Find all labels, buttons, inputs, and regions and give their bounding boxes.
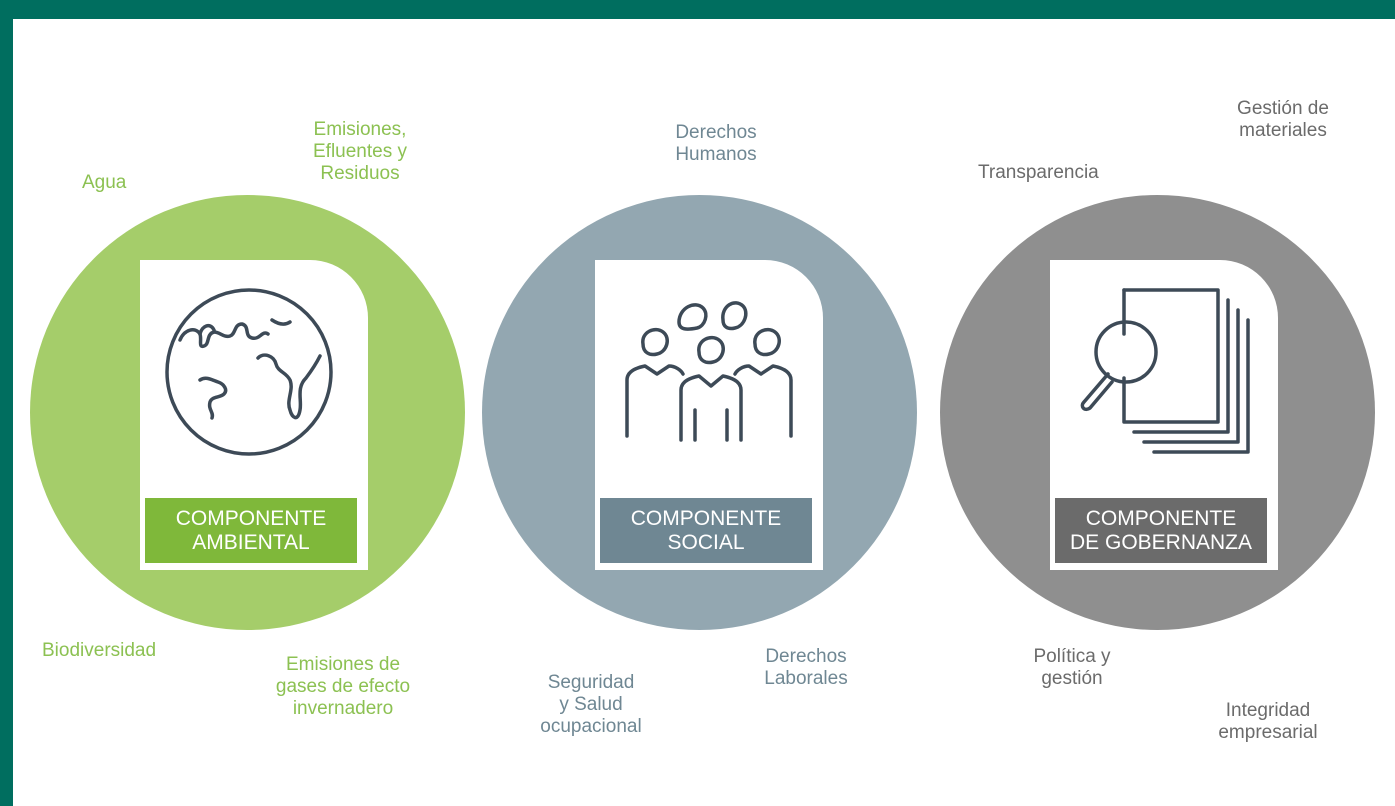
- document-search-icon: [1080, 288, 1250, 454]
- topic-emisiones-line2: Efluentes y: [313, 141, 407, 162]
- topic-ddhh-line2: Humanos: [675, 144, 757, 165]
- topic-ddhh-line1: Derechos: [675, 122, 757, 143]
- topic-derechos-humanos: Derechos Humanos: [660, 122, 772, 166]
- environmental-label-line1: COMPONENTE: [175, 506, 327, 530]
- social-label-line2: SOCIAL: [667, 530, 745, 554]
- governance-label-line1: COMPONENTE: [1085, 506, 1237, 530]
- topic-laborales-line2: Laborales: [764, 668, 848, 689]
- governance-label-line2: DE GOBERNANZA: [1069, 530, 1253, 554]
- topic-transparencia-line1: Transparencia: [978, 162, 1099, 183]
- social-label: COMPONENTE SOCIAL: [597, 495, 815, 566]
- topic-derechos-laborales: Derechos Laborales: [750, 646, 862, 690]
- topic-sso-line1: Seguridad: [547, 672, 635, 693]
- governance-label: COMPONENTE DE GOBERNANZA: [1052, 495, 1270, 566]
- social-label-line1: COMPONENTE: [630, 506, 782, 530]
- topic-politica-line1: Política y: [1033, 646, 1111, 667]
- people-group-icon: [625, 301, 793, 442]
- topic-agua-line1: Agua: [82, 172, 127, 193]
- governance-card: COMPONENTE DE GOBERNANZA: [1050, 260, 1278, 570]
- topic-materiales-line1: Gestión de: [1237, 98, 1329, 119]
- topic-biodiversidad-line1: Biodiversidad: [42, 640, 157, 661]
- topic-agua: Agua: [82, 172, 126, 194]
- environmental-card: COMPONENTE AMBIENTAL: [140, 260, 368, 570]
- topic-gei-line2: gases de efecto: [275, 676, 411, 697]
- topic-transparencia: Transparencia: [978, 162, 1099, 184]
- topic-gei-line1: Emisiones de: [285, 654, 401, 675]
- topic-sso-line3: ocupacional: [540, 716, 642, 737]
- topic-materiales-line2: materiales: [1239, 120, 1327, 141]
- topic-gases-efecto-invernadero: Emisiones de gases de efecto invernadero: [258, 654, 428, 720]
- globe-icon: [165, 288, 333, 456]
- topic-politica-gestion: Política y gestión: [1016, 646, 1128, 690]
- topic-gestion-materiales: Gestión de materiales: [1225, 98, 1341, 142]
- topic-integridad-line1: Integridad: [1225, 700, 1311, 721]
- topic-emisiones-line3: Residuos: [320, 163, 400, 184]
- topic-sso-line2: y Salud: [559, 694, 623, 715]
- environmental-label: COMPONENTE AMBIENTAL: [142, 495, 360, 566]
- topic-gei-line3: invernadero: [292, 698, 394, 719]
- topic-politica-line2: gestión: [1041, 668, 1103, 689]
- social-card: COMPONENTE SOCIAL: [595, 260, 823, 570]
- topic-integridad-line2: empresarial: [1218, 722, 1318, 743]
- topic-emisiones-efluentes-residuos: Emisiones, Efluentes y Residuos: [300, 119, 420, 185]
- topic-seguridad-salud-ocupacional: Seguridad y Salud ocupacional: [528, 672, 654, 738]
- environmental-label-line2: AMBIENTAL: [192, 530, 310, 554]
- topic-laborales-line1: Derechos: [765, 646, 847, 667]
- topic-emisiones-line1: Emisiones,: [313, 119, 407, 140]
- topic-integridad-empresarial: Integridad empresarial: [1206, 700, 1330, 744]
- topic-biodiversidad: Biodiversidad: [42, 640, 156, 662]
